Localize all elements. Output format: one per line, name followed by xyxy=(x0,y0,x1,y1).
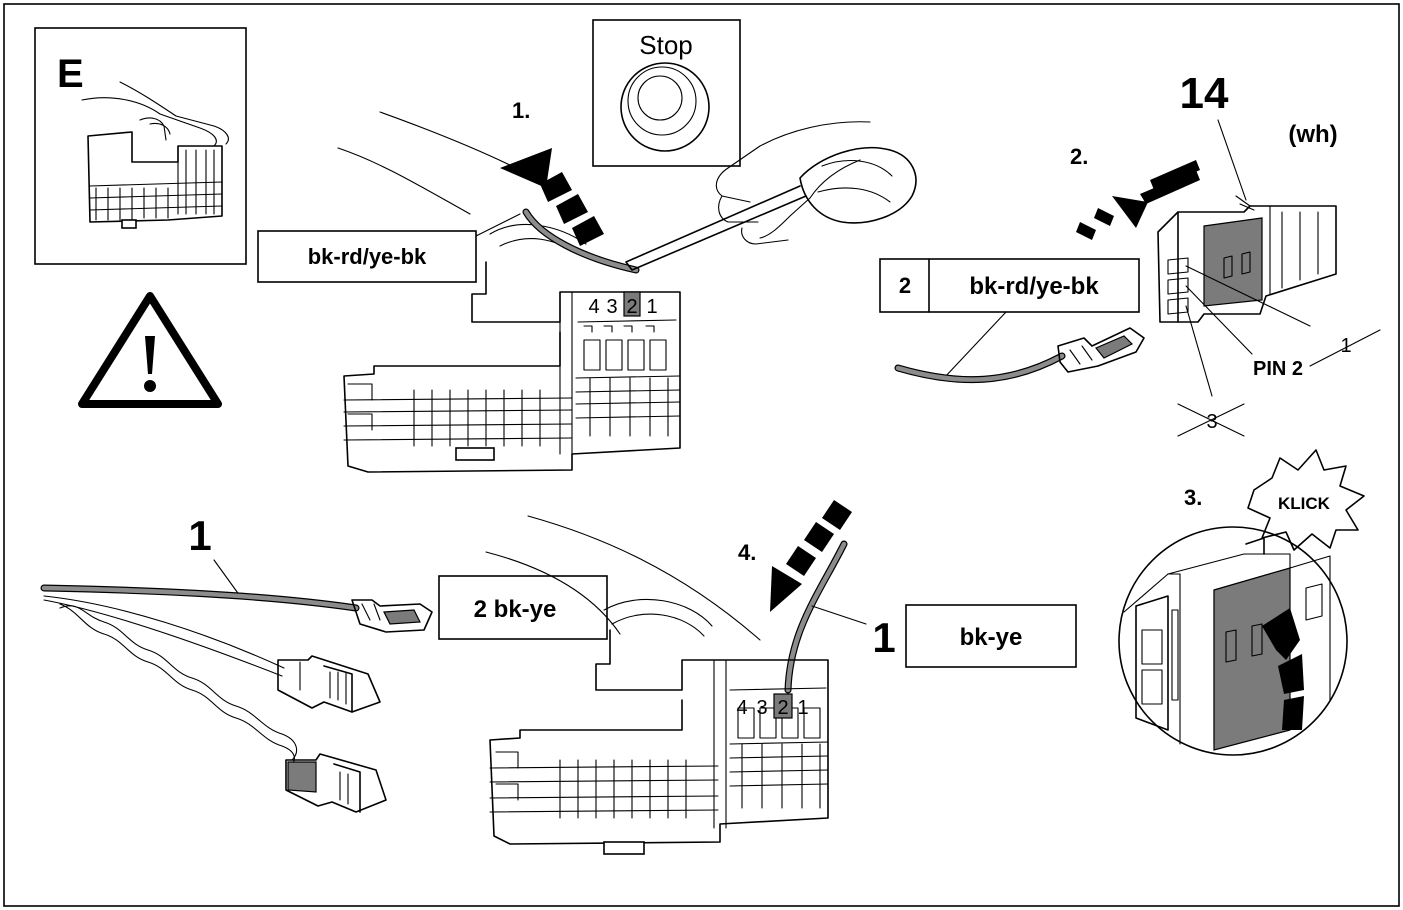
stop-panel: Stop xyxy=(592,19,741,167)
pin-label-4-bottom: 4 xyxy=(736,697,747,719)
pin-label-1-bottom: 1 xyxy=(797,697,808,719)
callout-right-number: 2 xyxy=(899,273,911,298)
callout-top: bk-rd/ye-bk xyxy=(257,213,521,283)
pin-label-3-bottom: 3 xyxy=(756,697,767,719)
step4-label: 4. xyxy=(738,540,756,565)
klick-label: KLICK xyxy=(1278,494,1331,513)
pin-label-2-bottom: 2 xyxy=(777,697,788,719)
klick-detail: 3. KLICK xyxy=(1118,449,1365,756)
callout-bottom-right-text: bk-ye xyxy=(960,624,1023,651)
part1-bottom-number: 1 xyxy=(872,614,895,661)
part14-color: (wh) xyxy=(1288,121,1337,148)
callout-top-text: bk-rd/ye-bk xyxy=(308,244,427,269)
callout-bottom-left-text: 2 bk-ye xyxy=(474,596,557,623)
inset-e-panel: E xyxy=(34,27,247,265)
pin-label-1-top: 1 xyxy=(646,296,657,318)
pin-label-4-top: 4 xyxy=(588,296,599,318)
callout-bottom-right: 1 bk-ye xyxy=(811,604,1077,668)
step2-label: 2. xyxy=(1070,144,1088,169)
part14-group: 14 (wh) 2. PIN 2 1 3 xyxy=(1070,69,1381,437)
connector-bottom: 4. 4 3 2 1 xyxy=(485,500,852,855)
pin-label-2-top: 2 xyxy=(626,296,637,318)
pin-2-highlight xyxy=(623,291,641,317)
pin2-label: PIN 2 xyxy=(1253,358,1303,380)
part14-number: 14 xyxy=(1180,69,1229,118)
pin-2-highlight-bottom xyxy=(773,693,793,719)
figure-frame xyxy=(3,3,1400,907)
pin-label-3-top: 3 xyxy=(606,296,617,318)
callout-right-text: bk-rd/ye-bk xyxy=(969,273,1099,300)
step3-label: 3. xyxy=(1184,485,1202,510)
connector-top: 1. 4 3 2 1 xyxy=(337,98,917,473)
step1-label: 1. xyxy=(512,98,530,123)
insert-arrows-icon xyxy=(1076,160,1200,240)
pin3-crossed: 3 xyxy=(1206,411,1217,433)
part1-top-number: 1 xyxy=(188,512,211,559)
stop-button-icon xyxy=(620,62,710,152)
insert-arrow-icon xyxy=(770,500,852,612)
inset-letter: E xyxy=(57,52,84,96)
pin1-crossed: 1 xyxy=(1340,335,1351,357)
harness-part1: 1 xyxy=(40,512,433,813)
callout-right: 2 bk-rd/ye-bk xyxy=(879,258,1145,384)
klick-burst-icon xyxy=(1247,449,1365,551)
callout-bottom-left: 2 bk-ye xyxy=(438,575,608,640)
pull-arrow-icon xyxy=(500,148,604,246)
warning-triangle-icon xyxy=(78,292,222,408)
stop-label: Stop xyxy=(639,30,693,60)
